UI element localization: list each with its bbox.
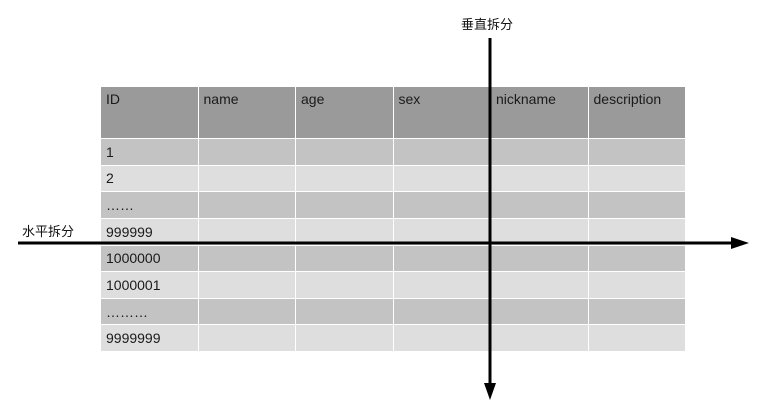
table-cell-id: 1000000 (100, 244, 199, 273)
column-header-nickname: nickname (490, 86, 589, 139)
table-cell (392, 324, 491, 352)
table-cell-id: …… (100, 191, 199, 219)
table-cell (392, 271, 491, 299)
table-cell (197, 217, 296, 246)
table-cell (295, 191, 394, 219)
column-header-id: ID (100, 86, 199, 139)
table-cell (392, 164, 491, 193)
table-cell (587, 191, 686, 219)
column-header-sex: sex (392, 86, 491, 139)
vertical-split-label: 垂直拆分 (461, 18, 514, 33)
table-cell (587, 297, 686, 326)
table-row: 999999 (100, 217, 686, 246)
table-cell (490, 271, 589, 299)
table-cell (295, 217, 394, 246)
table-cell (587, 271, 686, 299)
table-cell (490, 244, 589, 273)
table-row: 1000000 (100, 244, 686, 273)
table-cell (490, 297, 589, 326)
table-cell (490, 217, 589, 246)
column-header-description: description (587, 86, 686, 139)
horizontal-split-label: 水平拆分 (22, 225, 75, 240)
table-row: 1000001 (100, 271, 686, 299)
vertical-split-arrow (484, 38, 496, 400)
table-cell (197, 138, 296, 166)
column-header-age: age (295, 86, 394, 139)
table-cell (295, 297, 394, 326)
table-cell (197, 191, 296, 219)
horizontal-split-arrowhead (731, 237, 749, 249)
table-cell-id: 1 (100, 138, 199, 166)
table-cell (197, 164, 296, 193)
table-cell (392, 244, 491, 273)
table-cell-id: 999999 (100, 217, 199, 246)
table-cell (295, 164, 394, 193)
table-cell-id: 9999999 (100, 324, 199, 352)
table-cell (490, 324, 589, 352)
table-header-row: ID name age sex nickname description (100, 86, 686, 139)
table-cell (587, 217, 686, 246)
table-cell (490, 164, 589, 193)
table-cell (392, 191, 491, 219)
table-cell (197, 271, 296, 299)
vertical-split-arrowhead (484, 383, 496, 400)
table-cell-id: 2 (100, 164, 199, 193)
table-cell (587, 164, 686, 193)
table-cell-id: 1000001 (100, 271, 199, 299)
table-row: 2 (100, 164, 686, 193)
horizontal-split-arrow (18, 237, 749, 249)
table-row: 9999999 (100, 324, 686, 352)
table-cell (295, 138, 394, 166)
table-cell (197, 297, 296, 326)
table-cell (587, 324, 686, 352)
table-cell (295, 271, 394, 299)
table-cell (392, 217, 491, 246)
table-cell-id: ……… (100, 297, 199, 326)
table-cell (295, 324, 394, 352)
table-cell (392, 138, 491, 166)
table-cell (587, 244, 686, 273)
